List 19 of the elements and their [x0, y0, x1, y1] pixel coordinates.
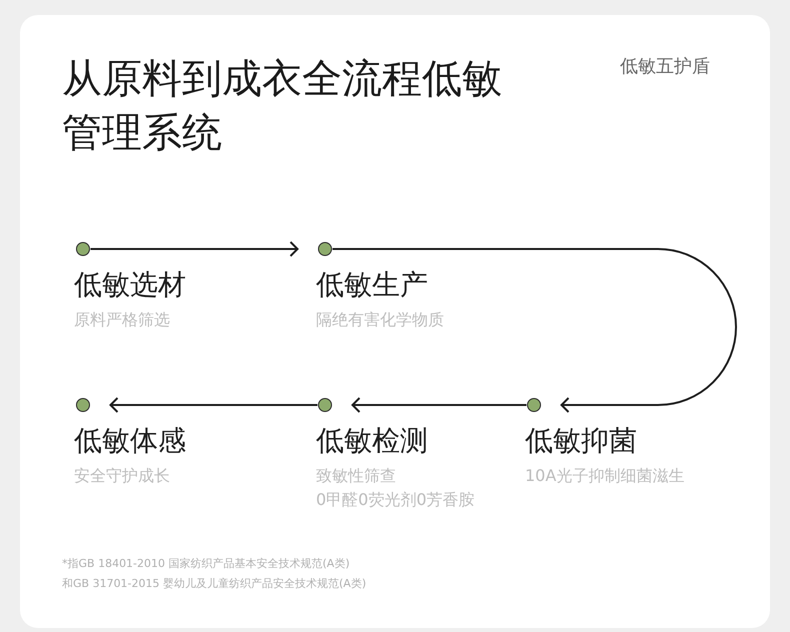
step-title: 低敏选材 — [74, 268, 186, 302]
step-title: 低敏抑菌 — [525, 424, 637, 458]
arrow — [90, 241, 298, 257]
step-description: 安全守护成长 — [74, 465, 170, 487]
title: 从原料到成衣全流程低敏管理系统 — [62, 55, 503, 158]
step-description: 致敏性筛查 — [316, 465, 396, 487]
step-description: 隔绝有害化学物质 — [316, 309, 444, 331]
step-title: 低敏检测 — [316, 424, 428, 458]
step-description: 原料严格筛选 — [74, 309, 170, 331]
footnote: 和GB 31701-2015 婴幼儿及儿童纺织产品安全技术规范(A类) — [62, 576, 366, 591]
tag-text: 低敏五护盾 — [620, 55, 710, 78]
step-description: 10A光子抑制细菌滋生 — [525, 465, 684, 487]
arrow — [332, 248, 737, 413]
step-title: 低敏体感 — [74, 424, 186, 458]
arrow — [352, 397, 526, 413]
step-description: 0甲醛0荧光剂0芳香胺 — [316, 489, 475, 511]
footnote: *指GB 18401-2010 国家纺织产品基本安全技术规范(A类) — [62, 556, 350, 571]
step-title: 低敏生产 — [316, 268, 428, 302]
arrow — [110, 397, 318, 413]
